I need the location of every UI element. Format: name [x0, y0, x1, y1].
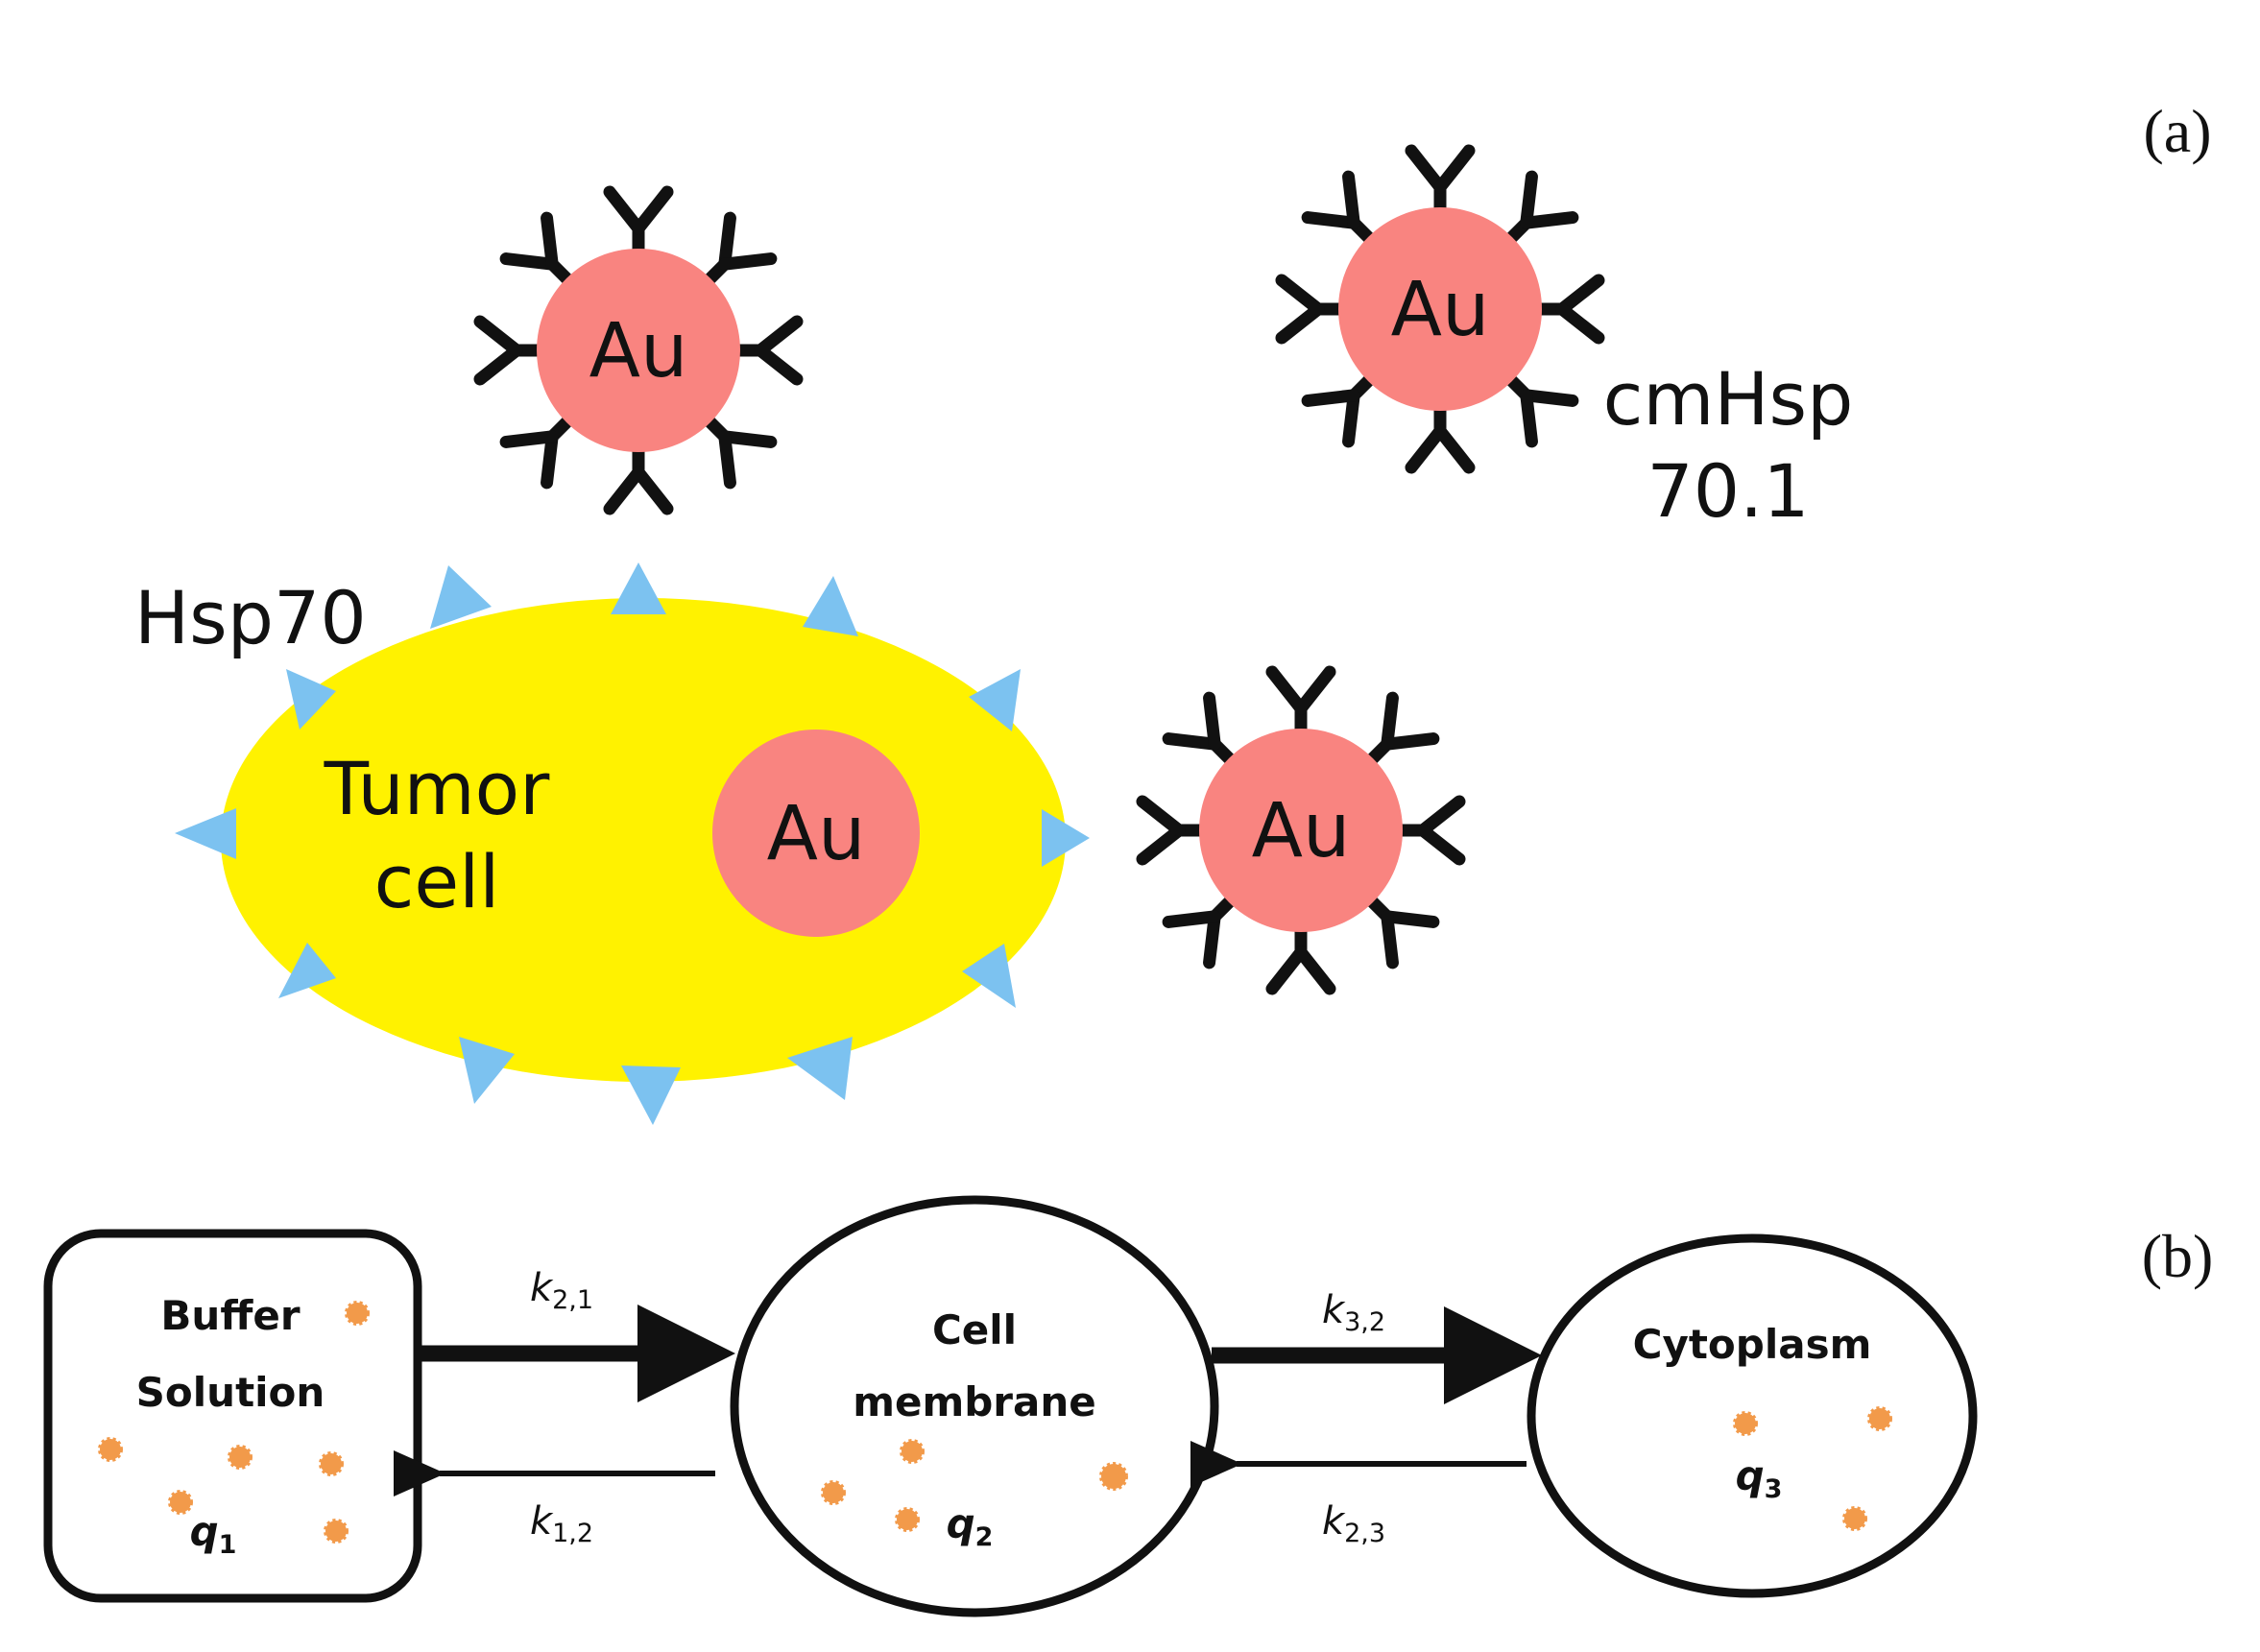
tumor-cell-label-line2: cell: [374, 839, 500, 924]
particles: [98, 1301, 1892, 1544]
hsp70-receptors: [175, 563, 1090, 1125]
particle: [168, 1490, 193, 1515]
tumor-cell: Au Tumor cell: [175, 563, 1090, 1125]
hsp70-receptor: [803, 576, 858, 636]
gold-core: [1338, 207, 1542, 411]
au-label: Au: [589, 308, 688, 395]
panel-b: (b) Buffer Solution q1 Cell membrane q2 …: [43, 1195, 2214, 1617]
hsp70-receptor: [430, 565, 492, 629]
k23-label: k2,3: [1322, 1499, 1385, 1548]
gold-nanoparticle-conjugate-3: Au: [1142, 672, 1459, 989]
cytoplasm-label: Cytoplasm: [1633, 1321, 1872, 1368]
hsp70-receptor: [286, 669, 336, 730]
q1-label: q1: [190, 1508, 237, 1560]
particle: [98, 1437, 123, 1462]
hsp70-receptor: [611, 563, 666, 614]
gold-nanoparticle-conjugate-1: Au: [480, 192, 797, 509]
particle: [1099, 1462, 1128, 1491]
antibody-label-line1: cmHsp: [1603, 356, 1854, 442]
k12-label: k1,2: [530, 1499, 593, 1548]
internal-au-label: Au: [767, 791, 866, 877]
panel-a-label: (a): [2143, 97, 2211, 165]
hsp70-receptor: [1042, 809, 1090, 867]
hsp70-receptor: [969, 669, 1021, 731]
particle: [1733, 1411, 1758, 1436]
hsp70-label: Hsp70: [134, 575, 367, 660]
particle: [345, 1301, 370, 1326]
panel-b-label: (b): [2142, 1222, 2214, 1290]
panel-a: (a) Au Tumor cell: [134, 97, 2212, 1125]
particle: [319, 1451, 344, 1476]
buffer-solution-compartment: Buffer Solution q1: [43, 1229, 422, 1603]
tumor-cell-body: [221, 598, 1066, 1082]
buffer-label-line2: Solution: [136, 1369, 325, 1416]
au-label: Au: [1391, 267, 1490, 353]
membrane-ellipse: [730, 1195, 1219, 1617]
cell-membrane-compartment: Cell membrane q2: [730, 1195, 1219, 1617]
hsp70-receptor: [459, 1037, 515, 1104]
buffer-label-line1: Buffer: [160, 1292, 300, 1339]
particle: [895, 1507, 920, 1532]
membrane-label-line1: Cell: [932, 1306, 1017, 1353]
k32-label: k3,2: [1322, 1288, 1385, 1337]
particle: [1842, 1506, 1867, 1531]
internalized-gold-nanoparticle: [712, 730, 920, 937]
particle: [228, 1445, 252, 1470]
tumor-cell-label-line1: Tumor: [324, 746, 551, 831]
particle: [324, 1519, 349, 1544]
k21-label: k2,1: [530, 1266, 593, 1315]
buffer-box: [43, 1229, 422, 1603]
transfer-arrows: [394, 1305, 1542, 1496]
gold-core: [1199, 729, 1403, 932]
au-label: Au: [1252, 788, 1351, 874]
hsp70-receptor: [787, 1037, 853, 1100]
hsp70-receptor: [278, 943, 336, 998]
particle: [821, 1480, 846, 1505]
hsp70-receptor: [621, 1065, 681, 1125]
antibody-label-line2: 70.1: [1647, 448, 1809, 534]
hsp70-receptor: [175, 808, 236, 859]
gold-core: [537, 249, 740, 452]
particle: [1867, 1406, 1892, 1431]
q2-label: q2: [947, 1500, 994, 1552]
q3-label: q3: [1736, 1452, 1783, 1504]
particle: [900, 1439, 925, 1464]
hsp70-receptor: [962, 944, 1016, 1008]
membrane-label-line2: membrane: [853, 1378, 1096, 1425]
gold-nanoparticle-conjugate-2: Au: [1282, 151, 1599, 467]
